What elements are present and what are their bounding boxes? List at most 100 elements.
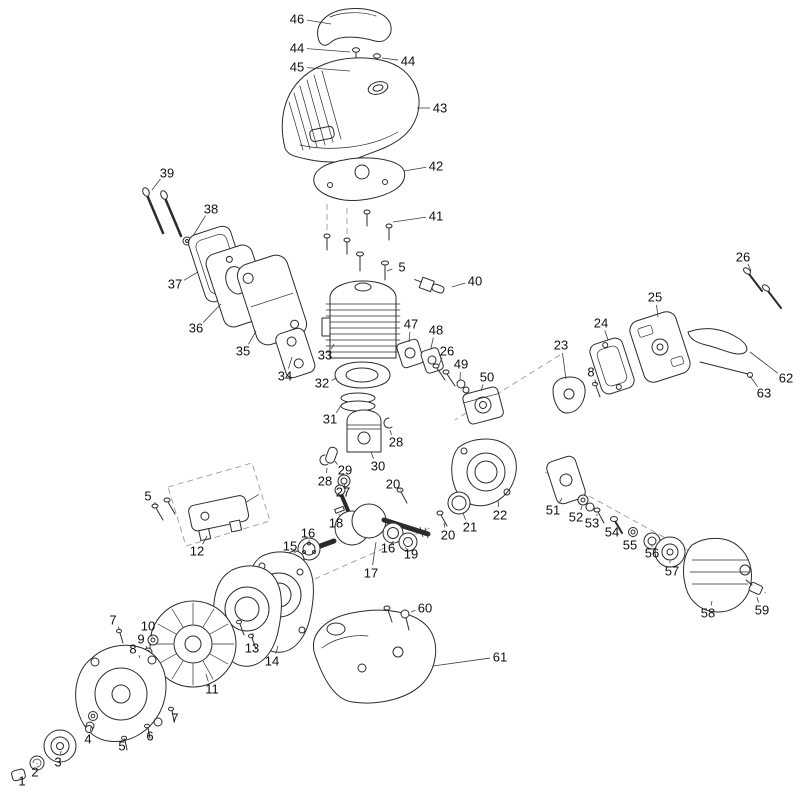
part-aircleaner-base bbox=[629, 311, 691, 383]
leader-line bbox=[154, 501, 157, 506]
part-fuel-tank bbox=[313, 609, 437, 704]
leader-line bbox=[331, 377, 338, 381]
part-number-label: 48 bbox=[429, 323, 443, 338]
callout-part-13: 13 bbox=[245, 632, 259, 656]
part-number-label: 21 bbox=[463, 520, 477, 535]
part-top-cover bbox=[281, 57, 420, 163]
part-number-label: 31 bbox=[323, 412, 337, 427]
callout-part-27: 27 bbox=[336, 484, 350, 500]
callout-part-20: 20 bbox=[386, 477, 401, 492]
callout-part-35: 35 bbox=[236, 330, 257, 359]
callout-part-1: 1 bbox=[18, 772, 26, 789]
leader-line bbox=[756, 596, 759, 603]
callout-part-21: 21 bbox=[462, 512, 477, 535]
part-number-label: 1 bbox=[18, 774, 25, 789]
callout-part-18: 18 bbox=[329, 513, 343, 531]
leader-line bbox=[275, 645, 279, 654]
part-number-label: 54 bbox=[605, 525, 619, 540]
callout-part-48: 48 bbox=[429, 323, 443, 349]
callout-part-37: 37 bbox=[168, 271, 199, 292]
part-number-label: 49 bbox=[454, 357, 468, 372]
part-number-label: 32 bbox=[315, 376, 329, 391]
callout-part-20: 20 bbox=[441, 522, 455, 543]
leader-line bbox=[192, 215, 206, 237]
leader-line bbox=[306, 67, 351, 72]
part-number-label: 28 bbox=[389, 435, 403, 450]
part-number-label: 63 bbox=[757, 386, 771, 401]
part-number-label: 5 bbox=[398, 260, 405, 275]
leader-line bbox=[430, 337, 434, 349]
part-number-label: 10 bbox=[141, 619, 155, 634]
part-number-label: 34 bbox=[278, 369, 292, 384]
part-number-label: 24 bbox=[594, 316, 608, 331]
callout-part-16: 16 bbox=[381, 541, 395, 556]
callout-part-26: 26 bbox=[736, 250, 752, 272]
leader-line bbox=[747, 263, 752, 272]
part-muffler-bolts bbox=[142, 187, 183, 238]
callout-part-8: 8 bbox=[129, 642, 141, 659]
callout-part-43: 43 bbox=[417, 101, 447, 116]
leader-line bbox=[710, 600, 713, 606]
part-starter-screws bbox=[121, 723, 151, 751]
callout-part-46: 46 bbox=[290, 12, 332, 27]
part-main-bearings bbox=[297, 522, 404, 561]
part-housing-gasket bbox=[447, 491, 471, 515]
part-number-label: 17 bbox=[364, 566, 378, 581]
callout-part-26: 26 bbox=[438, 344, 454, 366]
callout-part-16: 16 bbox=[301, 526, 315, 542]
leader-line bbox=[183, 271, 199, 281]
leader-line bbox=[90, 726, 92, 732]
callout-part-40: 40 bbox=[451, 274, 482, 289]
parts-artwork bbox=[11, 8, 782, 782]
part-housing-screws bbox=[396, 487, 448, 527]
leader-line bbox=[410, 609, 416, 613]
leader-line bbox=[404, 547, 409, 551]
leader-line bbox=[480, 384, 484, 392]
callout-part-47: 47 bbox=[404, 317, 418, 343]
callout-part-58: 58 bbox=[701, 600, 715, 621]
leader-line bbox=[594, 379, 597, 385]
callout-part-42: 42 bbox=[403, 159, 443, 174]
callout-part-38: 38 bbox=[192, 202, 218, 237]
leader-line bbox=[202, 303, 222, 323]
part-number-label: 59 bbox=[755, 603, 769, 618]
part-number-label: 4 bbox=[84, 732, 91, 747]
part-aircleaner-gasket bbox=[589, 337, 635, 395]
leader-line bbox=[451, 282, 466, 288]
part-number-label: 60 bbox=[418, 601, 432, 616]
part-number-label: 19 bbox=[404, 547, 418, 562]
part-number-label: 8 bbox=[587, 365, 594, 380]
part-number-label: 43 bbox=[433, 101, 447, 116]
callout-part-5: 5 bbox=[118, 738, 126, 754]
callout-part-44: 44 bbox=[381, 54, 415, 69]
callout-part-30: 30 bbox=[370, 451, 385, 474]
part-bracket-plate bbox=[552, 376, 586, 414]
leader-line bbox=[558, 497, 563, 504]
part-number-label: 45 bbox=[290, 60, 304, 75]
callout-part-60: 60 bbox=[410, 601, 432, 616]
leader-line bbox=[335, 403, 343, 413]
leader-line bbox=[432, 657, 491, 667]
part-number-label: 27 bbox=[336, 485, 350, 500]
leader-line bbox=[604, 330, 609, 341]
part-washer-55 bbox=[628, 527, 638, 537]
part-number-label: 29 bbox=[338, 463, 352, 478]
part-number-label: 39 bbox=[160, 166, 174, 181]
part-number-label: 15 bbox=[283, 539, 297, 554]
part-number-label: 55 bbox=[623, 538, 637, 553]
part-number-label: 5 bbox=[118, 739, 125, 754]
callout-part-14: 14 bbox=[265, 645, 279, 669]
part-carb-screws bbox=[432, 363, 456, 387]
callout-part-63: 63 bbox=[749, 375, 771, 401]
part-housing-plate bbox=[451, 438, 517, 507]
part-cylinder bbox=[321, 280, 401, 359]
leader-line bbox=[306, 19, 332, 25]
leader-line bbox=[399, 488, 401, 491]
part-clutch-drum bbox=[654, 536, 686, 568]
part-cylinder-bolts bbox=[356, 251, 389, 281]
callout-part-34: 34 bbox=[278, 356, 293, 384]
leader-line bbox=[391, 540, 394, 543]
callout-part-5: 5 bbox=[144, 489, 157, 506]
callout-part-9: 9 bbox=[137, 632, 148, 650]
